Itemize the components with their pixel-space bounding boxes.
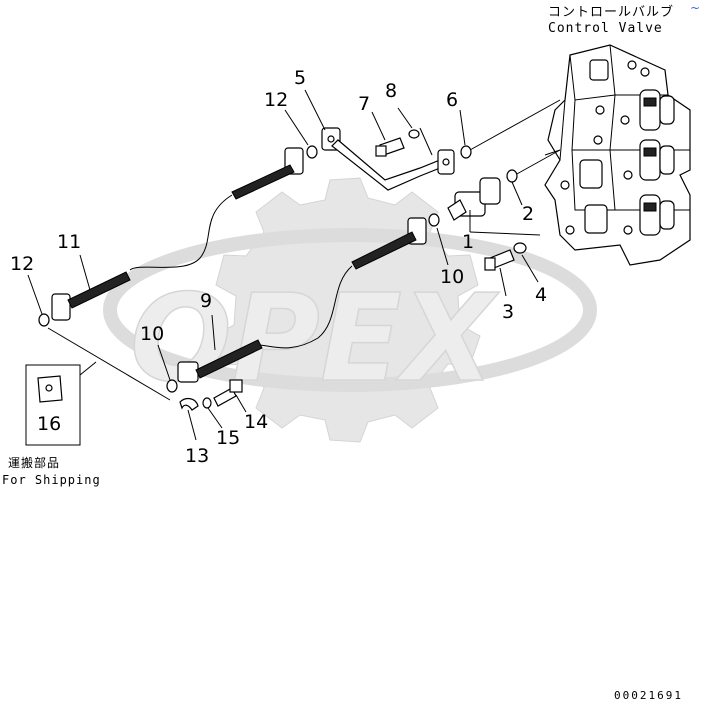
control-valve-title-jp: コントロールバルブ xyxy=(548,4,674,20)
o-ring-12-top-icon xyxy=(306,145,318,159)
callout-14: 14 xyxy=(244,411,268,433)
control-valve-icon xyxy=(544,44,691,266)
elbow-tube-5-icon xyxy=(321,127,455,191)
o-ring-12-left-icon xyxy=(38,313,50,327)
callout-7: 7 xyxy=(358,93,370,115)
control-valve-title-en: Control Valve xyxy=(548,21,663,36)
callout-3: 3 xyxy=(502,301,514,323)
washer-15-icon xyxy=(202,397,212,409)
callout-1: 1 xyxy=(462,231,474,253)
block-16-icon xyxy=(37,375,63,403)
washer-8-icon xyxy=(408,129,420,139)
washer-4-icon xyxy=(513,242,527,254)
callout-5: 5 xyxy=(294,67,306,89)
callout-10-lower: 10 xyxy=(140,323,164,345)
hose-9-icon xyxy=(177,339,263,383)
callout-6: 6 xyxy=(446,89,458,111)
flange-fitting-1-icon xyxy=(447,177,501,221)
bolt-7-icon xyxy=(375,137,405,157)
o-ring-10-upper-icon xyxy=(428,213,440,227)
o-ring-10-lower-icon xyxy=(166,379,178,393)
callout-2: 2 xyxy=(522,203,534,225)
shipping-label-jp: 運搬部品 xyxy=(8,455,60,470)
callout-13: 13 xyxy=(185,445,209,467)
callout-11: 11 xyxy=(57,231,81,253)
callout-9: 9 xyxy=(200,290,212,312)
hose-11-icon xyxy=(51,271,131,321)
bolt-14-icon xyxy=(213,379,243,407)
bolt-3-icon xyxy=(484,249,515,271)
callout-16: 16 xyxy=(37,413,61,435)
callout-12-left: 12 xyxy=(10,253,34,275)
callout-15: 15 xyxy=(216,427,240,449)
callout-4: 4 xyxy=(535,284,547,306)
o-ring-2-icon xyxy=(506,169,518,183)
shipping-box xyxy=(25,364,81,446)
corner-mark: ~ xyxy=(690,1,700,15)
callout-8: 8 xyxy=(385,80,397,102)
hose-upper-icon xyxy=(129,147,304,271)
shipping-label-en: For Shipping xyxy=(2,473,101,487)
callout-10-upper: 10 xyxy=(440,266,464,288)
o-ring-6-icon xyxy=(460,145,472,159)
split-flange-13-icon xyxy=(179,397,199,411)
drawing-code: 00021691 xyxy=(614,689,683,702)
callout-12-top: 12 xyxy=(264,89,288,111)
hose-middle-icon xyxy=(257,217,427,349)
